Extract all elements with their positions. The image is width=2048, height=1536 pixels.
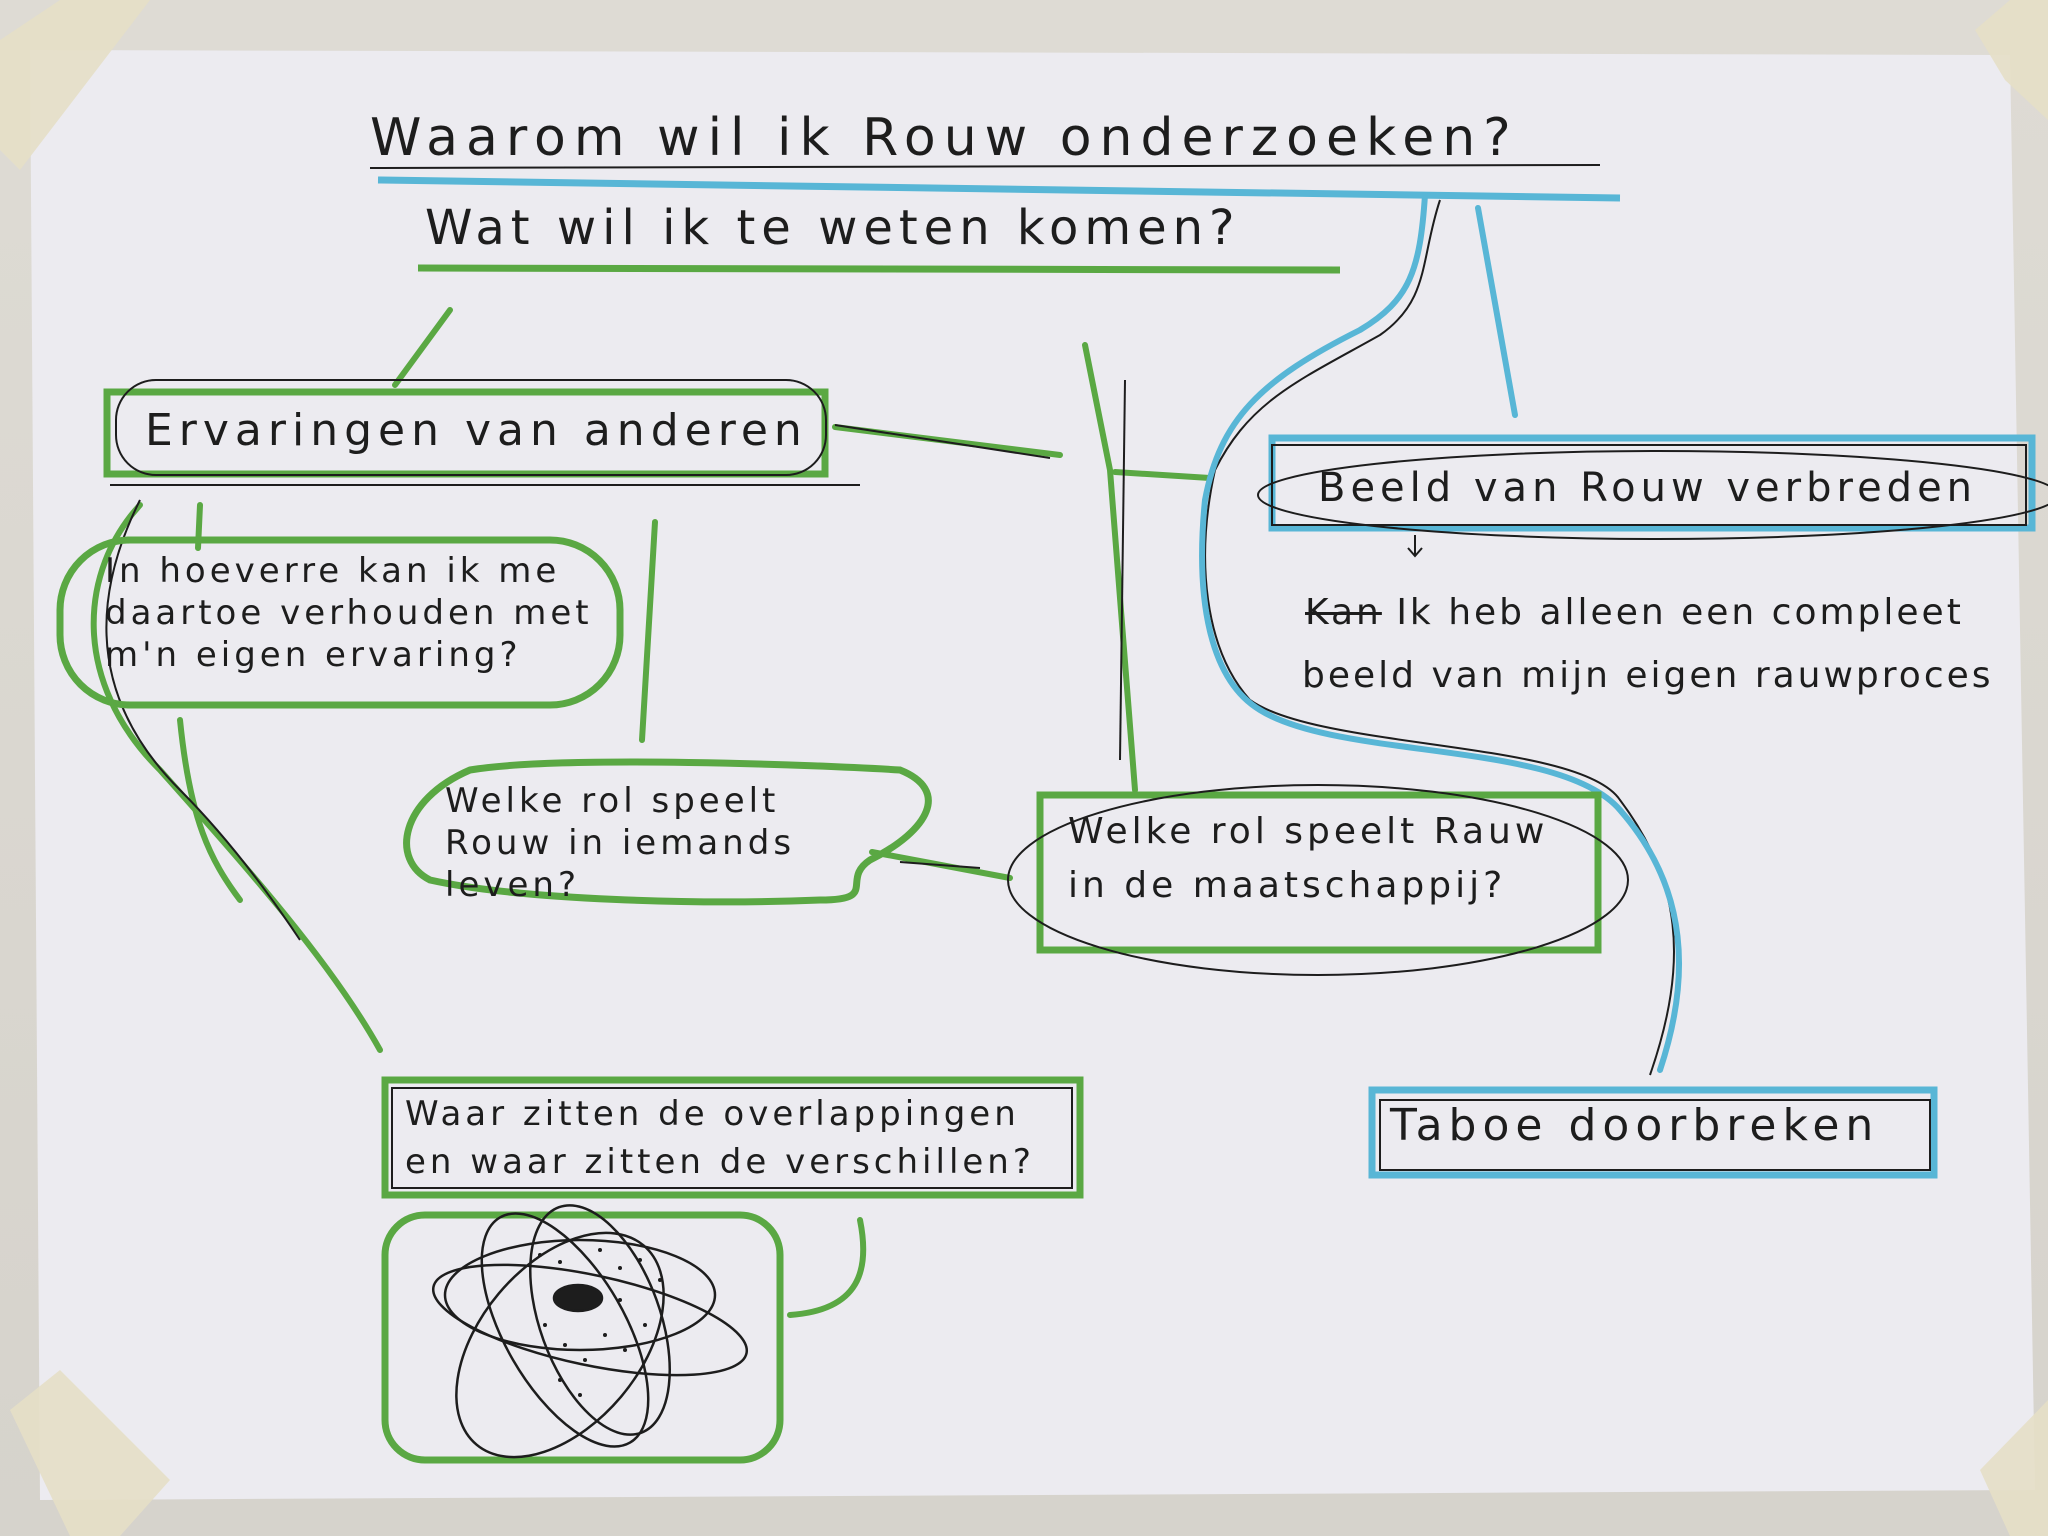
poster-title: Waarom wil ik Rouw onderzoeken?	[370, 108, 1519, 168]
node-taboe: Taboe doorbreken	[1390, 1100, 1880, 1151]
node-beeld: Beeld van Rouw verbreden	[1318, 465, 1978, 511]
box-rol-maatschappij-frame	[1036, 791, 1602, 954]
node-hoeverre: In hoeverre kan ik me daartoe verhouden …	[105, 551, 593, 675]
beeld-note-text: Ik heb alleen een compleet	[1396, 592, 1964, 633]
node-rol-maatschappij: Welke rol speelt Rauw in de maatschappij…	[1068, 811, 1549, 906]
beeld-note-line2: beeld van mijn eigen rauwproces	[1302, 655, 1994, 696]
box-taboe-frame	[1368, 1086, 1938, 1179]
venn-sketch	[381, 1204, 784, 1464]
box-overlappingen-frame	[381, 1076, 1084, 1199]
title-underline	[369, 164, 1601, 169]
bubble-hoeverre-frame	[56, 536, 624, 709]
venn-dots	[538, 1248, 662, 1397]
node-overlappingen: Waar zitten de overlappingen en waar zit…	[405, 1094, 1035, 1182]
node-rol-leven: Welke rol speelt Rouw in iemands leven?	[445, 781, 796, 905]
tape-top-left	[0, 0, 150, 170]
subtitle-underline	[417, 264, 1341, 274]
beeld-note-line1: Kan Ik heb alleen een compleet	[1305, 592, 1964, 633]
beeld-note-struck: Kan	[1305, 592, 1382, 633]
node-ervaringen: Ervaringen van anderen	[145, 405, 808, 456]
tape-top-right	[1975, 0, 2048, 120]
title-underline-blue	[377, 176, 1621, 202]
tape-bottom-right	[1980, 1400, 2048, 1536]
paper-sheet	[30, 50, 2035, 1500]
tape-bottom-left	[10, 1370, 170, 1536]
bubble-rol-leven-frame	[403, 758, 932, 906]
poster-subtitle: Wat wil ik te weten komen?	[425, 200, 1241, 256]
